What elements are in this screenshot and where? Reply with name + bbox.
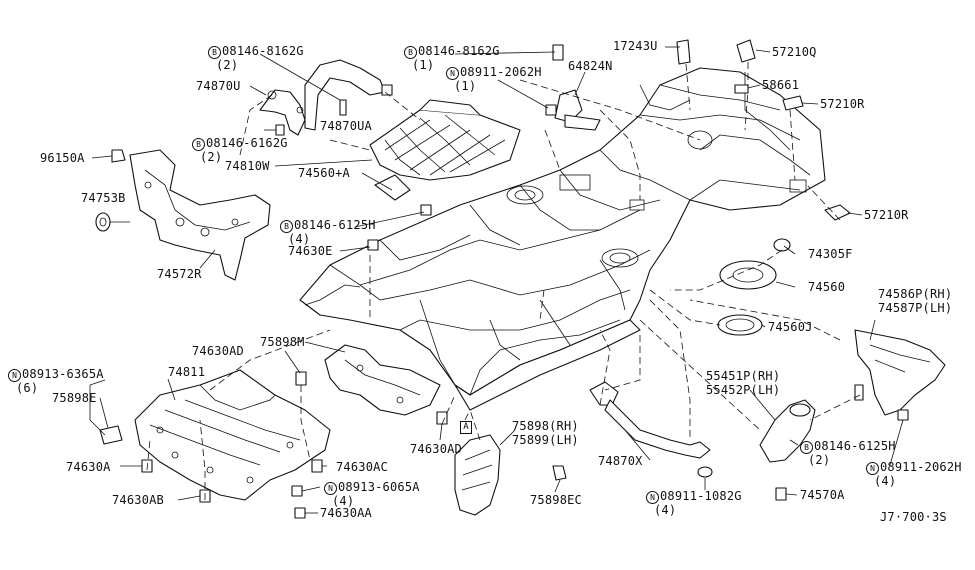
part-number: 08911-2062H: [460, 65, 542, 79]
part-number: 08146-6125H: [814, 439, 896, 453]
label-64824n: 64824N: [568, 59, 613, 73]
label-75898: 75898(RH): [512, 419, 579, 433]
bolt-code-b: B: [208, 46, 221, 59]
bolt-code-b: B: [800, 441, 813, 454]
label-55452p: 55452P(LH): [706, 383, 781, 397]
label-57210r-upper: 57210R: [820, 97, 865, 111]
diagram-id: J7·700·3S: [880, 510, 947, 524]
label-74630ac: 74630AC: [336, 460, 388, 474]
bolt-code-b: B: [404, 46, 417, 59]
bolt-code-b: B: [192, 138, 205, 151]
label-74586p: 74586P(RH): [878, 287, 953, 301]
part-number: 08911-1082G: [660, 489, 742, 503]
quantity: (1): [454, 79, 477, 93]
label-74630ad-lower: 74630AD: [410, 442, 462, 456]
label-74560j: 74560J: [768, 320, 813, 334]
label-58661: 58661: [762, 78, 800, 92]
label-74630aa: 74630AA: [320, 506, 372, 520]
label-74810w: 74810W: [225, 159, 270, 173]
mount-55451p: [759, 399, 816, 463]
label-57210r-lower: 57210R: [864, 208, 909, 222]
floor-pan-assembly: [299, 67, 826, 411]
label-74572r: 74572R: [157, 267, 202, 281]
label-75898e: 75898E: [52, 391, 97, 405]
label-74630ab: 74630AB: [112, 493, 164, 507]
quantity: (2): [808, 453, 831, 467]
bolt-code-b: B: [280, 220, 293, 233]
label-96150a: 96150A: [40, 151, 85, 165]
label-74870u: 74870U: [196, 79, 241, 93]
part-number: 08146-8162G: [418, 44, 500, 58]
part-number: 08911-2062H: [880, 460, 962, 474]
quantity: (1): [412, 58, 435, 72]
bracket-74870x: [589, 381, 713, 478]
label-74560a: 74560+A: [298, 166, 350, 180]
bracket-75898m: [324, 344, 441, 416]
assembly-dashes: [146, 62, 861, 500]
nut-code-n: N: [8, 369, 21, 382]
label-74870ua: 74870UA: [320, 119, 372, 133]
part-number: 08146-8162G: [222, 44, 304, 58]
bracket-75898: [454, 434, 567, 516]
label-74305f: 74305F: [808, 247, 853, 261]
reference-box-a: A: [460, 421, 472, 434]
quantity: (4): [654, 503, 677, 517]
label-74630e: 74630E: [288, 244, 333, 258]
label-74587p: 74587P(LH): [878, 301, 953, 315]
label-74570a: 74570A: [800, 488, 845, 502]
part-number: 08913-6065A: [338, 480, 420, 494]
quantity: (4): [288, 232, 311, 246]
nut-code-n: N: [446, 67, 459, 80]
quantity: (4): [332, 494, 355, 508]
label-75898ec: 75898EC: [530, 493, 582, 507]
leader-lines: [89, 46, 904, 514]
label-74560: 74560: [808, 280, 846, 294]
label-74811: 74811: [168, 365, 206, 379]
label-74630ad-upper: 74630AD: [192, 344, 244, 358]
label-57210q: 57210Q: [772, 45, 817, 59]
small-parts-right: [545, 39, 851, 336]
label-74753b: 74753B: [81, 191, 126, 205]
bracket-74810w: [369, 99, 521, 201]
part-number: 08146-6125H: [294, 218, 376, 232]
nut-code-n: N: [324, 482, 337, 495]
label-17243u: 17243U: [613, 39, 658, 53]
bracket-74586p: [854, 329, 946, 421]
quantity: (2): [216, 58, 239, 72]
nut-code-n: N: [646, 491, 659, 504]
part-number: 08146-6162G: [206, 136, 288, 150]
quantity: (2): [200, 150, 223, 164]
quantity: (6): [16, 381, 39, 395]
label-75898m: 75898M: [260, 335, 305, 349]
label-74630a: 74630A: [66, 460, 111, 474]
nut-code-n: N: [866, 462, 879, 475]
label-74870x: 74870X: [598, 454, 643, 468]
label-55451p: 55451P(RH): [706, 369, 781, 383]
cross-member-74572r: [95, 149, 271, 281]
label-75899: 75899(LH): [512, 433, 579, 447]
quantity: (4): [874, 474, 897, 488]
under-cover-74811: [99, 369, 331, 501]
bracket-74870u: [259, 59, 393, 136]
part-number: 08913-6365A: [22, 367, 104, 381]
